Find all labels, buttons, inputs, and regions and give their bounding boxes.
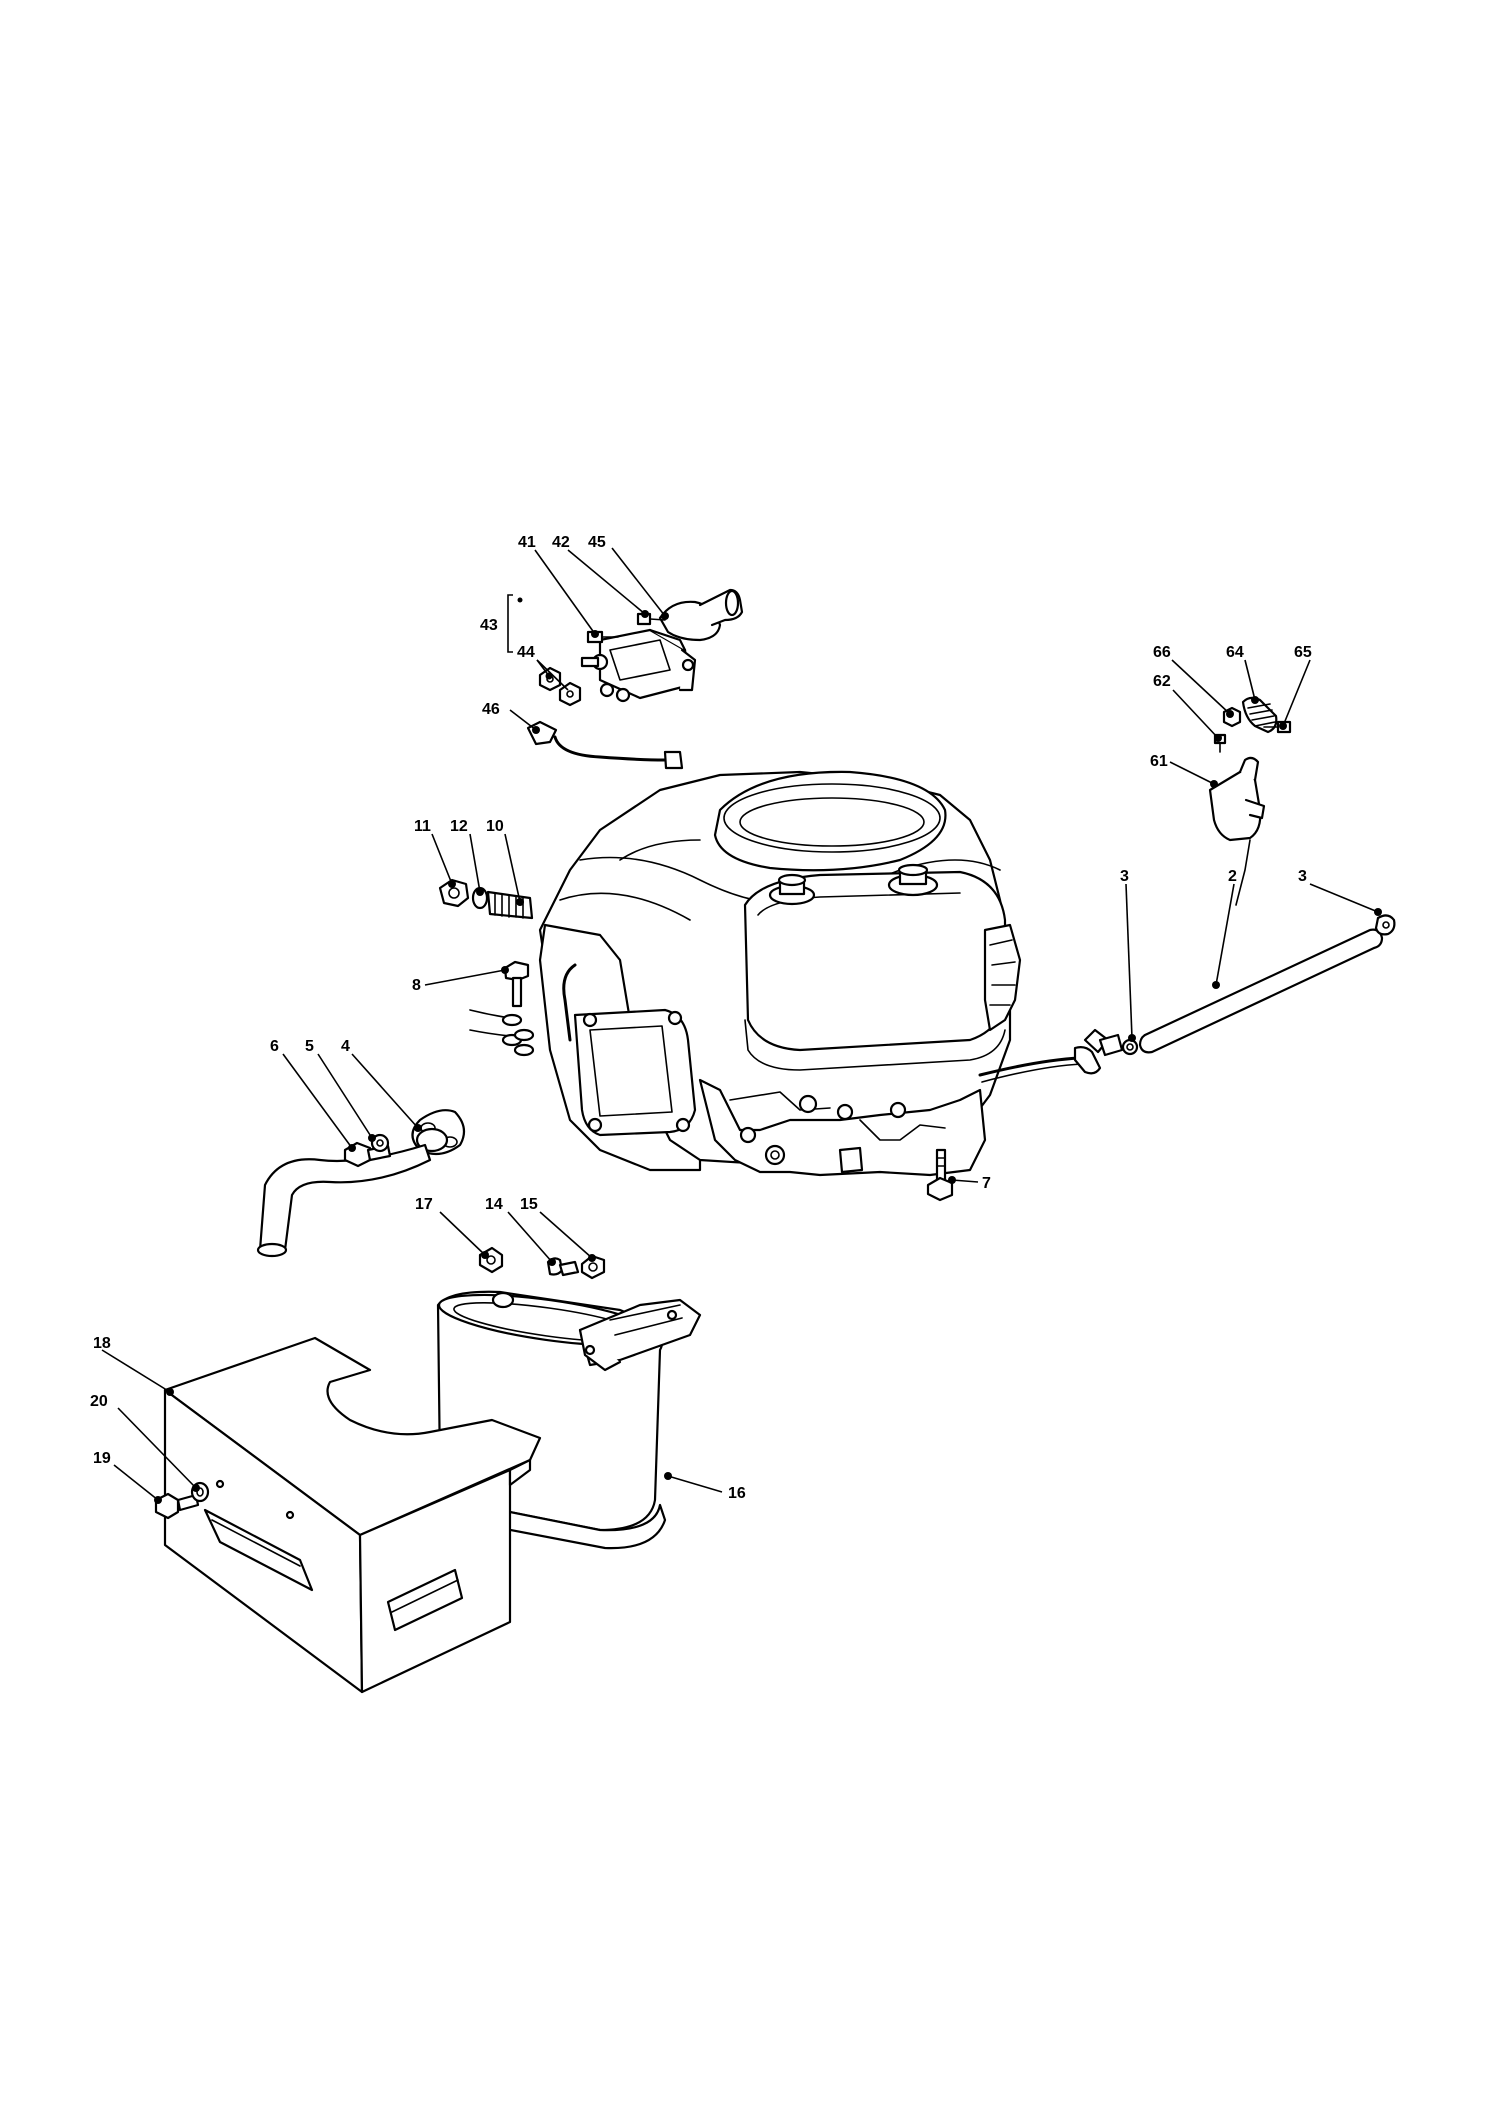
callout-10: 10 [486,818,504,835]
bolt-7 [926,1148,954,1202]
callout-7: 7 [982,1175,991,1192]
bolt-8 [469,960,535,1057]
callout-44: 44 [517,644,535,661]
heat-shield [154,1336,542,1694]
fuel-line [1073,914,1396,1075]
fuel-cap [887,863,939,897]
callout-66: 66 [1153,644,1171,661]
callout-12: 12 [450,818,468,835]
leader-lines [101,547,1382,1504]
callout-18: 18 [93,1335,111,1352]
callout-62: 62 [1153,673,1171,690]
callout-42: 42 [552,534,570,551]
solenoid-group [507,588,744,707]
oil-cap [768,873,816,906]
callout-2: 2 [1228,868,1237,885]
callout-64: 64 [1226,644,1244,661]
callout-41: 41 [518,534,536,551]
callout-6: 6 [270,1038,279,1055]
callout-5: 5 [305,1038,314,1055]
callout-46: 46 [482,701,500,718]
callout-15: 15 [520,1196,538,1213]
callout-45: 45 [588,534,606,551]
callout-3-right: 3 [1298,868,1307,885]
callout-4: 4 [341,1038,350,1055]
callout-3-left: 3 [1120,868,1129,885]
callout-20: 20 [90,1393,108,1410]
callout-11: 11 [414,818,431,835]
wire-harness [526,720,684,770]
callout-14: 14 [485,1196,503,1213]
callout-labels: 41 42 45 43 44 46 66 64 65 62 61 11 12 1… [90,534,1312,1502]
choke-assembly [1208,696,1292,906]
engine [538,770,1083,1177]
callout-43: 43 [480,617,498,634]
exhaust-pipe [256,1109,466,1258]
callout-61: 61 [1150,753,1168,770]
callout-16: 16 [728,1485,746,1502]
callout-65: 65 [1294,644,1312,661]
callout-17: 17 [415,1196,433,1213]
callout-19: 19 [93,1450,111,1467]
callout-8: 8 [412,977,421,994]
